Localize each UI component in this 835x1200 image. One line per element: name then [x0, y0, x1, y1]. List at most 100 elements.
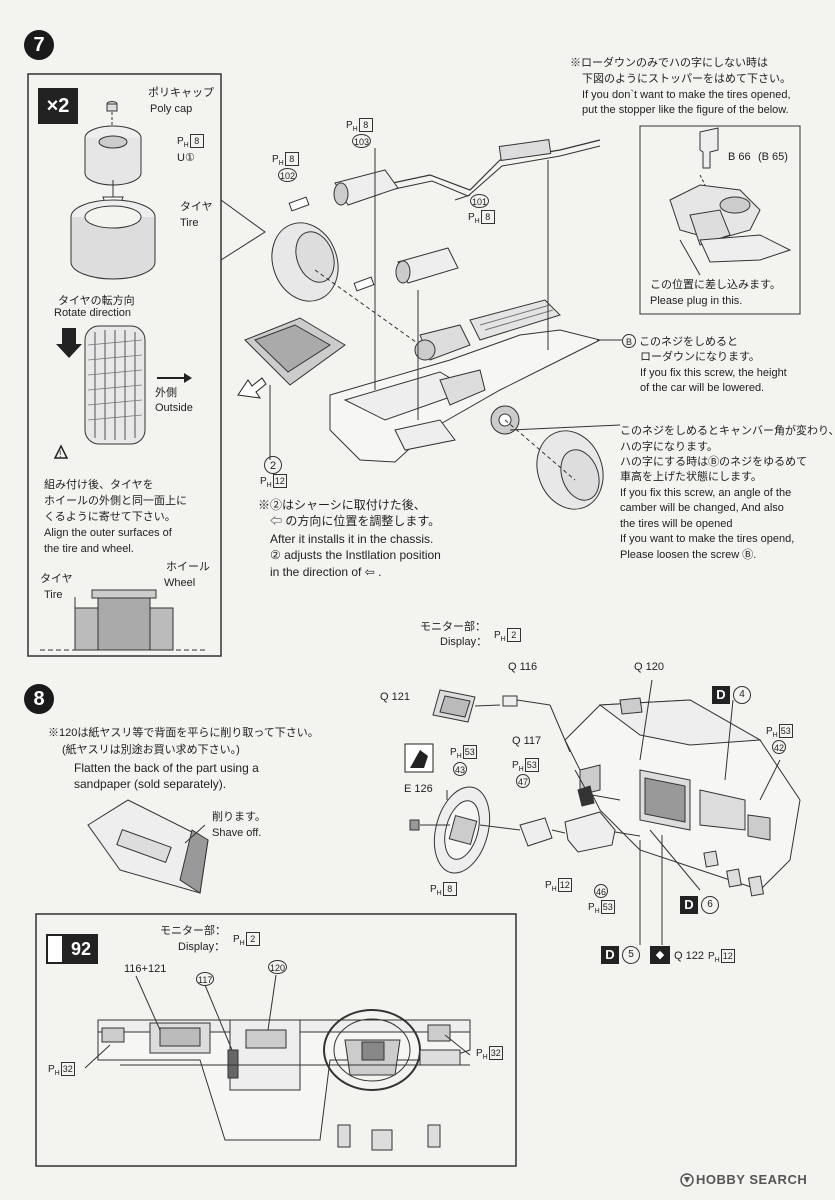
b65-label: (B 65): [758, 151, 788, 163]
section-tire-jp: タイヤ: [40, 573, 73, 585]
alignment-section-drawing: [40, 589, 205, 651]
adjust-direction-icon: ⇦: [270, 514, 283, 528]
hobby-search-logo: [680, 1173, 694, 1187]
u1-part-label: U①: [177, 152, 195, 164]
step7-inset-frame: [27, 73, 222, 657]
adjust-arrow-icon: [237, 377, 267, 399]
q116-label: Q 116: [508, 661, 538, 673]
adjust-note-en-3: in the direction of ⇦ .: [270, 565, 382, 579]
finished-view-frame: [35, 913, 517, 1167]
align-note-en-2: the tire and wheel.: [44, 543, 134, 555]
section-tire-en: Tire: [44, 589, 63, 601]
camber-note-jp-4: 車高を上げた状態にします。: [620, 471, 762, 483]
step-7-badge: 7: [24, 30, 54, 60]
align-note-jp-2: ホイールの外側と同一面上に: [44, 495, 187, 507]
align-note-en-1: Align the outer surfaces of: [44, 527, 172, 539]
screw-b-note-en-1: If you fix this screw, the height: [640, 367, 787, 379]
finished-badge-icon: [46, 934, 98, 964]
q120-label: Q 120: [634, 661, 664, 673]
align-note-jp-1: 組み付け後、タイヤを: [44, 479, 154, 491]
lowdown-note-jp-2: 下図のようにストッパーをはめて下さい。: [582, 73, 791, 85]
finished-part-117: 117: [196, 972, 215, 987]
align-note-jp-3: くるように寄せて下さい。: [44, 511, 176, 523]
shave-note-en-2: sandpaper (sold separately).: [74, 777, 227, 791]
camber-note-en-3: the tires will be opened: [620, 518, 733, 530]
adjust-direction-icon-2: ⇦: [364, 565, 375, 579]
section-wheel-en: Wheel: [164, 577, 196, 589]
camber-note-jp-3: ハの字にする時はⒷのネジをゆるめて: [620, 456, 808, 468]
q121-label: Q 121: [380, 691, 410, 703]
stopper-inset-frame: [639, 125, 801, 315]
adjust-note-jp-1: ※②はシャーシに取付けた後、: [258, 498, 426, 512]
svg-text:!: !: [59, 449, 62, 459]
finished-display-en: Display：: [178, 941, 226, 953]
tire-label-en: Tire: [180, 217, 199, 229]
section-wheel-jp: ホイール: [166, 561, 210, 573]
rotate-direction-jp: タイヤの転方向: [58, 295, 135, 307]
watermark-text: HOBBY SEARCH: [696, 1172, 808, 1187]
finished-badge-number: 92: [70, 939, 92, 959]
lowdown-note-en-1: If you don`t want to make the tires open…: [582, 89, 791, 101]
camber-note-jp-1: このネジをしめるとキャンバー角が変わり、: [620, 425, 835, 437]
warning-icon: [53, 444, 69, 459]
camber-note-en-4: If you want to make the tires opend,: [620, 533, 795, 545]
tire-label-jp: タイヤ: [180, 201, 213, 213]
part-2-label: 2: [264, 456, 282, 474]
shave-off-jp: 削ります。: [212, 811, 266, 823]
display-label-en: Display：: [440, 636, 488, 648]
finished-part-120: 120: [268, 960, 288, 975]
adjust-note-jp-2: ⇦ の方向に位置を調整します。: [270, 514, 441, 528]
plug-note-en: Please plug in this.: [650, 295, 743, 307]
finished-display-jp: モニター部：: [160, 925, 226, 937]
e-parts-icon: [404, 743, 434, 773]
stopper-drawing: [669, 127, 792, 276]
attach-icon: ◆: [650, 946, 670, 964]
adjust-note-en-2: ② adjusts the Instllation position: [270, 548, 441, 562]
wheel-drawing: [84, 125, 142, 186]
part-47-label: 47: [516, 774, 531, 789]
finished-dashboard-drawing: [84, 974, 471, 1151]
camber-note-jp-2: ハの字になります。: [620, 441, 718, 453]
polycap-label-jp: ポリキャップ: [148, 87, 214, 99]
part-101-label: 101: [470, 194, 490, 209]
camber-note-en-1: If you fix this screw, an angle of the: [620, 487, 792, 499]
display-label-jp: モニター部：: [420, 621, 486, 633]
lowdown-note-jp-1: ※ローダウンのみでハの字にしない時は: [570, 57, 768, 69]
lowdown-note-en-2: put the stopper like the figure of the b…: [582, 104, 789, 116]
q117-label: Q 117: [512, 735, 542, 747]
screw-b-note-jp-2: ローダウンになります。: [640, 351, 760, 363]
step-8-badge: 8: [24, 684, 54, 714]
multiplier-badge: ×2: [38, 88, 78, 124]
outside-label-en: Outside: [155, 402, 193, 414]
part-103-label: 103: [352, 134, 372, 149]
chassis-drawing: [244, 139, 622, 510]
tire-drawing: [70, 199, 156, 280]
screw-b-note-en-2: of the car will be lowered.: [640, 382, 765, 394]
screw-b-note-jp-1: B このネジをしめると: [622, 334, 738, 349]
rotate-direction-en: Rotate direction: [54, 307, 132, 319]
shave-off-en: Shave off.: [212, 827, 262, 839]
shave-part-drawing: [87, 799, 209, 894]
polycap-label-en: Poly cap: [150, 103, 193, 115]
part-46-label: 46: [594, 884, 609, 899]
q122-label: Q 122: [674, 950, 704, 962]
